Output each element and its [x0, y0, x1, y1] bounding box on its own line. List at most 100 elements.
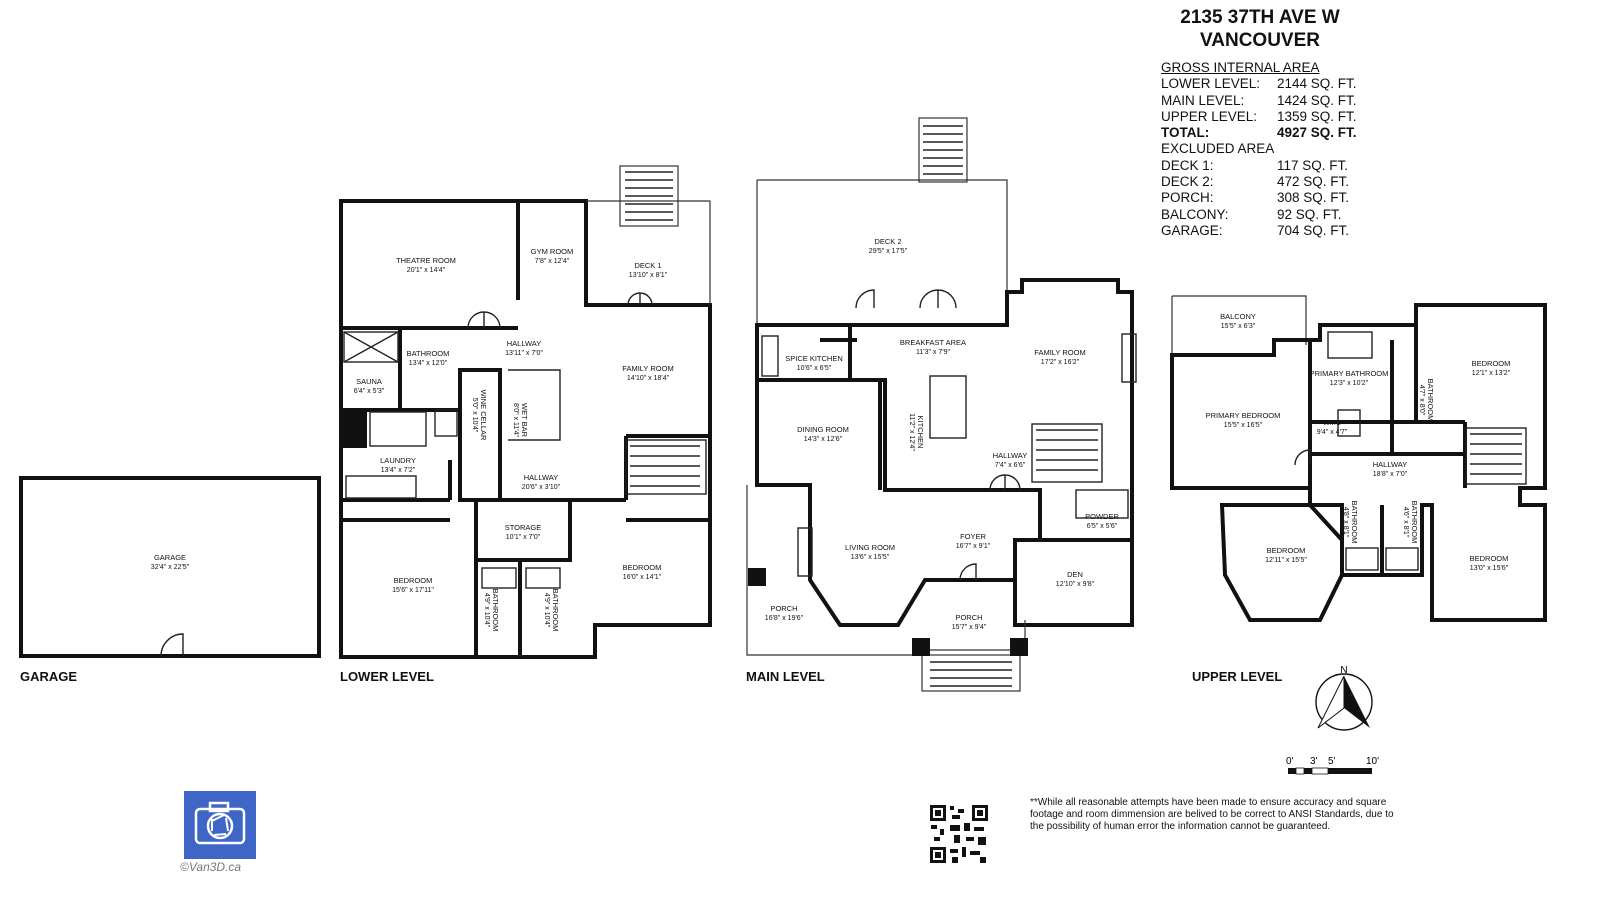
svg-text:PORCH: PORCH	[955, 613, 982, 622]
room-den: DEN 12'10" x 9'8"	[1056, 570, 1095, 588]
svg-text:13'4" x 12'0": 13'4" x 12'0"	[409, 360, 448, 367]
svg-text:W.I.C: W.I.C	[1323, 418, 1342, 427]
svg-text:14'3" x 12'6": 14'3" x 12'6"	[804, 436, 843, 443]
excluded-row-deck2: DECK 2:472 SQ. FT.	[1161, 174, 1350, 190]
svg-text:13'10" x 8'1": 13'10" x 8'1"	[629, 272, 668, 279]
excluded-row-deck1: DECK 1:117 SQ. FT.	[1161, 157, 1349, 173]
svg-text:BEDROOM: BEDROOM	[1470, 554, 1509, 563]
van3d-logo	[184, 791, 256, 859]
svg-text:6'5" x 5'6": 6'5" x 5'6"	[1087, 523, 1118, 530]
svg-text:8'0" x 11'4": 8'0" x 11'4"	[512, 403, 519, 437]
room-powder: POWDER 6'5" x 5'6"	[1085, 512, 1119, 530]
svg-text:13'6" x 15'5": 13'6" x 15'5"	[851, 554, 890, 561]
svg-text:BREAKFAST AREA: BREAKFAST AREA	[900, 338, 966, 347]
svg-text:KITCHEN: KITCHEN	[916, 416, 925, 449]
upper-level-plan	[1170, 295, 1547, 622]
svg-text:10'6" x 6'5": 10'6" x 6'5"	[797, 365, 832, 372]
svg-text:WINE CELLAR: WINE CELLAR	[479, 390, 488, 441]
room-bedroom-upper-3: BEDROOM 13'0" x 15'6"	[1470, 554, 1509, 572]
svg-text:HALLWAY: HALLWAY	[507, 339, 541, 348]
svg-text:11'2" x 12'4": 11'2" x 12'4"	[908, 413, 915, 451]
room-primary-bedroom: PRIMARY BEDROOM 15'5" x 16'5"	[1206, 411, 1281, 429]
level-label-garage: GARAGE	[20, 669, 77, 684]
scale-5: 5'	[1328, 756, 1336, 767]
svg-text:12'1" x 13'2": 12'1" x 13'2"	[1472, 370, 1511, 377]
scale-10: 10'	[1366, 756, 1379, 767]
copyright-text: ©Van3D.ca	[180, 860, 242, 874]
room-hallway-lower-1: HALLWAY 13'11" x 7'0"	[505, 339, 543, 357]
svg-text:20'6" x 3'10": 20'6" x 3'10"	[522, 484, 561, 491]
svg-text:HALLWAY: HALLWAY	[524, 473, 558, 482]
svg-text:7'4" x 6'6": 7'4" x 6'6"	[995, 462, 1026, 469]
svg-text:12'10" x 9'8": 12'10" x 9'8"	[1056, 581, 1095, 588]
svg-text:BEDROOM: BEDROOM	[1267, 546, 1306, 555]
svg-text:13'4" x 7'2": 13'4" x 7'2"	[381, 467, 416, 474]
svg-text:DEN: DEN	[1067, 570, 1083, 579]
svg-text:BATHROOM: BATHROOM	[1350, 501, 1359, 544]
svg-text:15'5" x 16'5": 15'5" x 16'5"	[1224, 422, 1263, 429]
svg-text:PORCH: PORCH	[770, 604, 797, 613]
svg-text:GARAGE: GARAGE	[154, 553, 186, 562]
area-row-main: MAIN LEVEL:1424 SQ. FT.	[1161, 92, 1357, 108]
excluded-row-balcony: BALCONY:92 SQ. FT.	[1161, 206, 1342, 222]
scale-0: 0'	[1286, 756, 1294, 767]
room-porch-2: PORCH 15'7" x 9'4"	[952, 613, 987, 631]
svg-text:15'7" x 9'4": 15'7" x 9'4"	[952, 624, 987, 631]
svg-text:FAMILY ROOM: FAMILY ROOM	[622, 364, 673, 373]
level-label-lower: LOWER LEVEL	[340, 669, 434, 684]
garage-plan	[19, 476, 321, 658]
room-hallway-upper: HALLWAY 18'8" x 7'0"	[1373, 460, 1408, 478]
svg-text:PRIMARY BEDROOM: PRIMARY BEDROOM	[1206, 411, 1281, 420]
svg-text:12'3" x 10'2": 12'3" x 10'2"	[1330, 380, 1369, 387]
svg-text:BATHROOM: BATHROOM	[491, 589, 500, 632]
svg-text:BATHROOM: BATHROOM	[551, 589, 560, 632]
svg-text:POWDER: POWDER	[1085, 512, 1119, 521]
svg-text:4'9" x 10'4": 4'9" x 10'4"	[483, 593, 490, 628]
address-line-1: 2135 37TH AVE W	[1180, 7, 1340, 28]
svg-text:11'3" x 7'9": 11'3" x 7'9"	[916, 349, 950, 356]
svg-text:HALLWAY: HALLWAY	[1373, 460, 1407, 469]
scale-bar: 0' 3' 5' 10'	[1286, 756, 1379, 775]
lower-level-plan	[339, 165, 712, 659]
svg-text:10'1" x 7'0": 10'1" x 7'0"	[506, 534, 541, 541]
room-garage: GARAGE 32'4" x 22'5"	[151, 553, 190, 571]
svg-text:13'11" x 7'0": 13'11" x 7'0"	[505, 350, 543, 357]
svg-text:32'4" x 22'5": 32'4" x 22'5"	[151, 564, 190, 571]
svg-text:29'5" x 17'5": 29'5" x 17'5"	[869, 248, 908, 255]
address-block: 2135 37TH AVE W VANCOUVER	[1150, 6, 1370, 52]
svg-text:THEATRE ROOM: THEATRE ROOM	[396, 256, 456, 265]
svg-text:13'0" x 15'6": 13'0" x 15'6"	[1470, 565, 1509, 572]
room-storage: STORAGE 10'1" x 7'0"	[505, 523, 542, 541]
svg-text:18'8" x 7'0": 18'8" x 7'0"	[1373, 471, 1408, 478]
room-deck1: DECK 113'10" x 8'1"	[629, 261, 668, 279]
svg-text:BATHROOM: BATHROOM	[1410, 501, 1419, 544]
svg-text:5'0" x 10'4": 5'0" x 10'4"	[471, 398, 478, 433]
svg-text:STORAGE: STORAGE	[505, 523, 542, 532]
svg-text:16'0" x 14'1": 16'0" x 14'1"	[623, 574, 662, 581]
svg-text:BALCONY: BALCONY	[1220, 312, 1256, 321]
svg-text:4'6" x 8'1": 4'6" x 8'1"	[1402, 507, 1409, 538]
svg-text:4'8" x 8'1": 4'8" x 8'1"	[1342, 507, 1349, 538]
excluded-row-porch: PORCH:308 SQ. FT.	[1161, 190, 1350, 206]
svg-text:GYM ROOM: GYM ROOM	[531, 247, 574, 256]
svg-text:BEDROOM: BEDROOM	[623, 563, 662, 572]
